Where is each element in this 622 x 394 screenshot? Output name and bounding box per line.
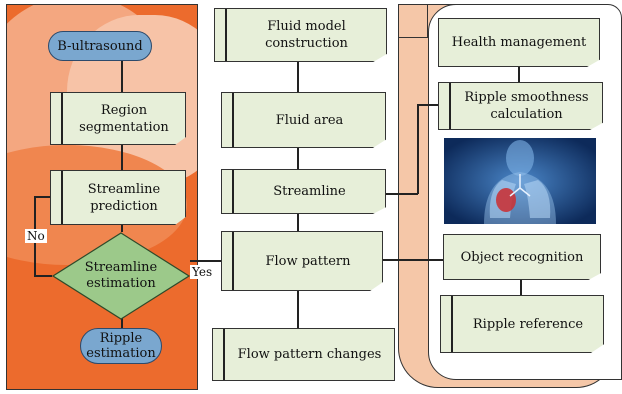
start-terminal-label: B-ultrasound <box>57 38 143 54</box>
fluid-model-label: Fluid model construction <box>265 19 348 51</box>
streamline-label: Streamline <box>273 184 346 199</box>
flow-pattern-label: Flow pattern <box>265 253 351 269</box>
no-label: No <box>25 229 47 243</box>
flow-pattern-changes-box: Flow pattern changes <box>212 328 395 381</box>
streamline-prediction-box: Streamline prediction <box>50 170 186 225</box>
connector-line <box>417 104 439 106</box>
decision-diamond: Streamline estimation <box>52 232 190 320</box>
connector-line <box>518 66 520 82</box>
end-terminal-label: Ripple estimation <box>86 331 156 361</box>
connector-line <box>121 145 123 171</box>
connector-line <box>297 62 299 92</box>
connector-line <box>297 213 299 231</box>
ripple-reference-box: Ripple reference <box>440 295 604 353</box>
ripple-smoothness-label: Ripple smoothness calculation <box>464 90 589 122</box>
end-terminal: Ripple estimation <box>80 328 162 364</box>
health-management-label: Health management <box>451 35 587 50</box>
object-recognition-label: Object recognition <box>460 249 584 265</box>
connector-line <box>297 290 299 328</box>
connector-line <box>121 60 123 93</box>
fluid-area-box: Fluid area <box>221 92 386 148</box>
connector-line <box>417 104 419 194</box>
connector-line <box>520 280 522 296</box>
connector-line <box>121 224 123 232</box>
decision-label: Streamline estimation <box>84 260 158 291</box>
connector-line <box>385 193 418 195</box>
ripple-smoothness-box: Ripple smoothness calculation <box>438 82 603 130</box>
region-segmentation-box: Region segmentation <box>50 92 186 145</box>
region-segmentation-label: Region segmentation <box>79 102 169 135</box>
right-panel-notch <box>398 4 428 38</box>
fluid-area-label: Fluid area <box>275 112 344 128</box>
connector-line <box>34 196 52 198</box>
ripple-reference-label: Ripple reference <box>472 316 584 332</box>
yes-label: Yes <box>190 265 215 279</box>
connector-line <box>383 259 443 261</box>
connector-line <box>34 275 52 277</box>
connector-line <box>121 318 123 328</box>
flow-pattern-box: Flow pattern <box>221 231 383 291</box>
object-recognition-box: Object recognition <box>443 234 601 280</box>
health-management-box: Health management <box>438 18 600 67</box>
streamline-prediction-label: Streamline prediction <box>87 181 161 214</box>
start-terminal: B-ultrasound <box>48 31 152 61</box>
connector-line <box>190 260 222 262</box>
connector-line <box>297 148 299 169</box>
lungs-illustration <box>444 138 596 224</box>
fluid-model-box: Fluid model construction <box>214 8 387 62</box>
flow-pattern-changes-label: Flow pattern changes <box>237 347 382 362</box>
streamline-box: Streamline <box>221 169 386 214</box>
